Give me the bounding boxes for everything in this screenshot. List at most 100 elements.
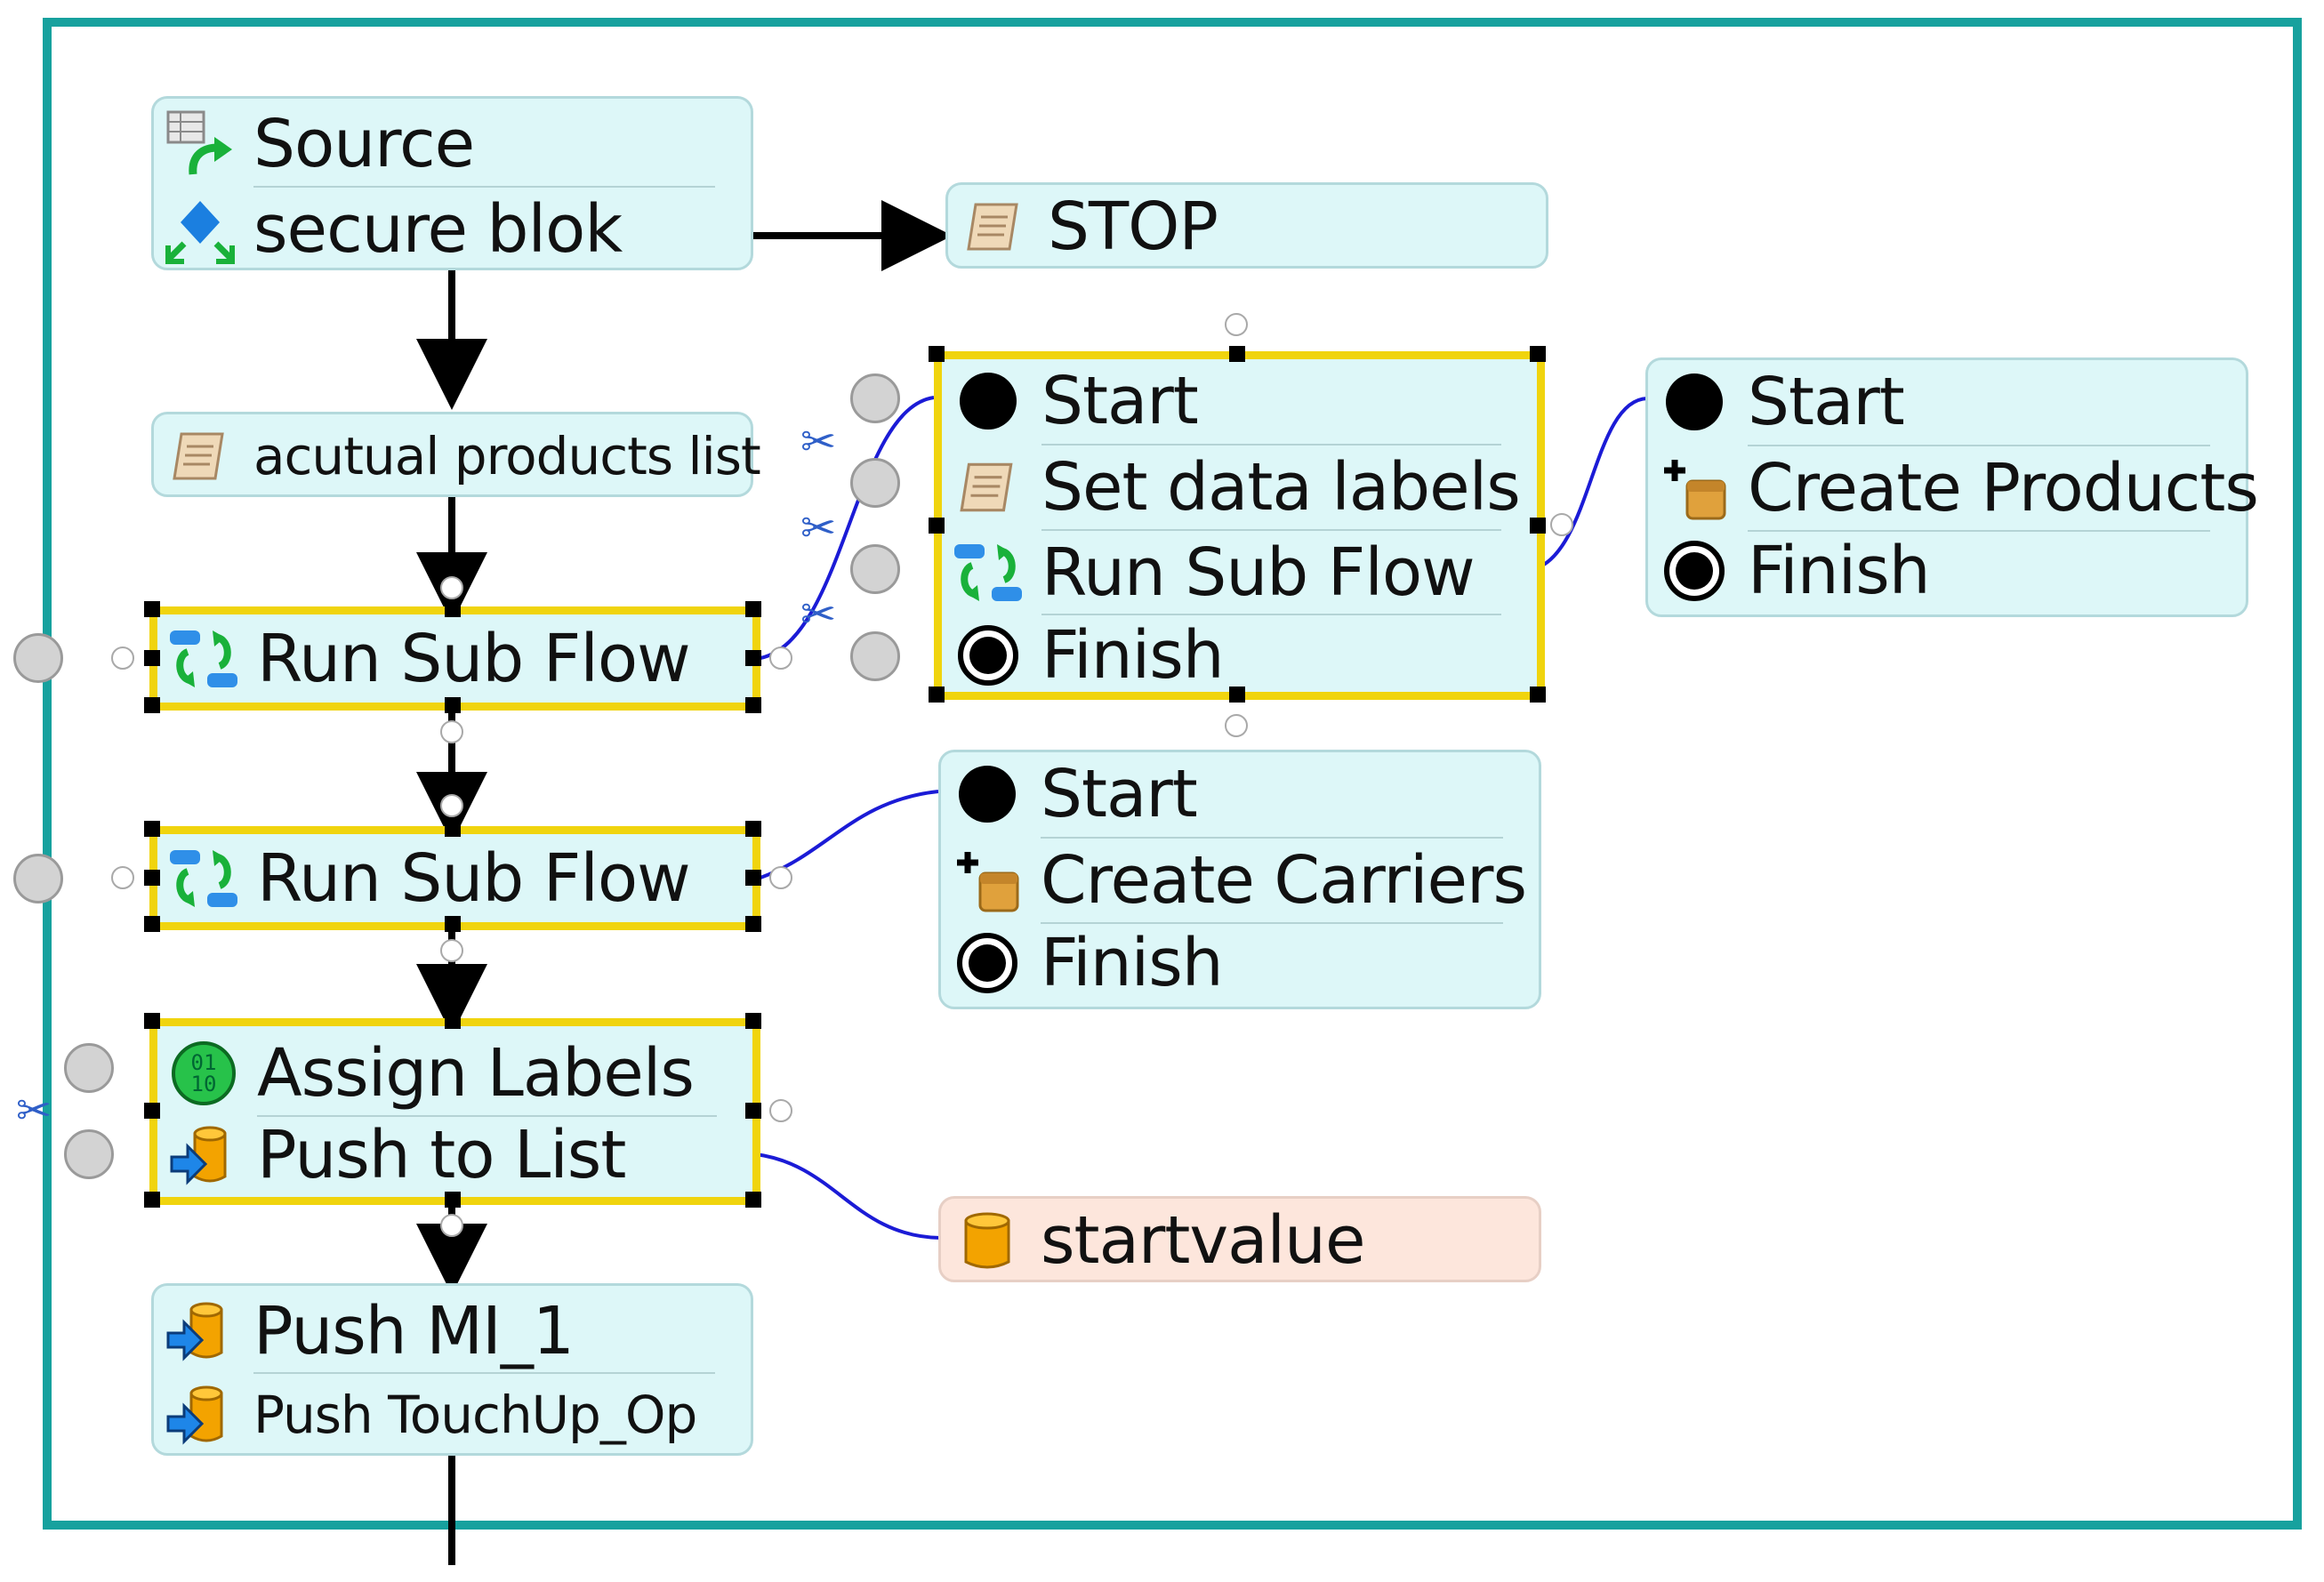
resize-handle[interactable] [745,870,761,886]
connection-port[interactable] [769,866,792,889]
carriers-start-label: Start [1041,755,1198,832]
resize-handle[interactable] [929,518,945,534]
resize-handle[interactable] [144,1103,160,1119]
resize-handle[interactable] [929,687,945,703]
link-subflow1-to-inner [760,396,935,660]
push-to-list-label: Push to List [257,1116,626,1193]
resize-handle[interactable] [445,1192,461,1208]
resize-handle[interactable] [745,1013,761,1029]
resize-handle[interactable] [745,821,761,837]
resize-handle[interactable] [144,870,160,886]
input-port[interactable] [13,854,63,903]
input-port[interactable] [850,544,900,594]
connection-port[interactable] [440,794,463,817]
resize-handle[interactable] [745,697,761,713]
cylinder-icon [952,1205,1023,1276]
resize-handle[interactable] [745,1192,761,1208]
start-dot-icon [952,759,1023,830]
flow-canvas-frame [43,18,2302,1530]
resize-handle[interactable] [445,821,461,837]
inner-sub-flow-block[interactable]: Start Set data labels Run Sub Flow [934,351,1545,700]
inner-run-sub-flow-label: Run Sub Flow [1041,534,1476,611]
subflow-cycle-icon [953,537,1024,608]
resize-handle[interactable] [1530,346,1546,362]
run-sub-flow-node-1[interactable]: Run Sub Flow [149,606,760,711]
finish-dot-icon [1659,535,1730,606]
run-sub-flow-node-2[interactable]: Run Sub Flow [149,826,760,930]
subflow-links [755,396,1648,1240]
resize-handle[interactable] [144,1013,160,1029]
input-port[interactable] [64,1043,114,1093]
resize-handle[interactable] [745,916,761,932]
resize-handle[interactable] [745,650,761,666]
resize-handle[interactable] [144,821,160,837]
create-carriers-flow-block[interactable]: Start Create Carriers Finish [938,750,1541,1009]
start-dot-icon [953,365,1024,437]
resize-handle[interactable] [445,916,461,932]
scissors-icon[interactable]: ✂ [800,590,837,639]
resize-handle[interactable] [144,1192,160,1208]
connection-port[interactable] [440,939,463,962]
resize-handle[interactable] [1229,346,1245,362]
connection-port[interactable] [111,646,134,670]
input-port[interactable] [850,373,900,423]
start-dot-icon [1659,366,1730,438]
assign-labels-block[interactable]: 01 10 Assign Labels Push to List [149,1018,760,1205]
input-port[interactable] [64,1129,114,1179]
finish-dot-icon [952,928,1023,999]
table-arrow-icon [165,108,236,180]
create-products-flow-block[interactable]: Start Create Products Finish [1645,357,2259,617]
connection-port[interactable] [1225,714,1248,737]
products-start-label: Start [1748,363,1905,440]
link-subflow2-to-carriers [760,790,939,879]
push-db-icon [165,1296,236,1367]
inner-start-label: Start [1041,362,1199,439]
startvalue-variable-node[interactable]: startvalue [938,1196,1541,1282]
resize-handle[interactable] [1229,687,1245,703]
svg-text:01: 01 [191,1050,217,1075]
products-finish-label: Finish [1748,532,1931,609]
startvalue-label: startvalue [1041,1201,1365,1279]
resize-handle[interactable] [445,1013,461,1029]
create-db-icon [952,845,1023,916]
resize-handle[interactable] [144,601,160,617]
resize-handle[interactable] [144,697,160,713]
resize-handle[interactable] [445,697,461,713]
stop-node[interactable]: STOP [945,182,1548,269]
resize-handle[interactable] [745,601,761,617]
run-sub-flow-label-1: Run Sub Flow [257,620,691,697]
assign-labels-label: Assign Labels [257,1034,695,1112]
scissors-icon[interactable]: ✂ [800,503,837,553]
source-label: Source [253,105,475,182]
resize-handle[interactable] [445,601,461,617]
resize-handle[interactable] [929,346,945,362]
scissors-icon[interactable]: ✂ [800,417,837,467]
connection-port[interactable] [440,576,463,599]
connection-port[interactable] [440,720,463,743]
subflow-cycle-icon [168,843,239,914]
connection-port[interactable] [1550,513,1573,536]
push-block[interactable]: Push MI_1 Push TouchUp_Op [151,1283,753,1456]
resize-handle[interactable] [144,916,160,932]
connection-port[interactable] [111,866,134,889]
input-port[interactable] [850,458,900,508]
input-port[interactable] [850,631,900,681]
products-list-script-node[interactable]: acutual products list [151,412,761,497]
input-port[interactable] [13,633,63,683]
connection-port[interactable] [440,1214,463,1237]
connection-port[interactable] [1225,313,1248,336]
source-secure-block[interactable]: Source secure blok [151,96,753,270]
resize-handle[interactable] [1530,687,1546,703]
resize-handle[interactable] [144,650,160,666]
connection-port[interactable] [769,1099,792,1122]
connection-port[interactable] [769,646,792,670]
create-db-icon [1659,453,1730,524]
push-db-icon [168,1120,239,1191]
resize-handle[interactable] [745,1103,761,1119]
scroll-icon [953,452,1024,523]
set-data-labels-label: Set data labels [1041,448,1521,526]
push-touchup-op-label: Push TouchUp_Op [253,1384,697,1445]
scroll-icon [959,191,1030,262]
resize-handle[interactable] [1530,518,1546,534]
scissors-icon[interactable]: ✂ [16,1086,52,1136]
